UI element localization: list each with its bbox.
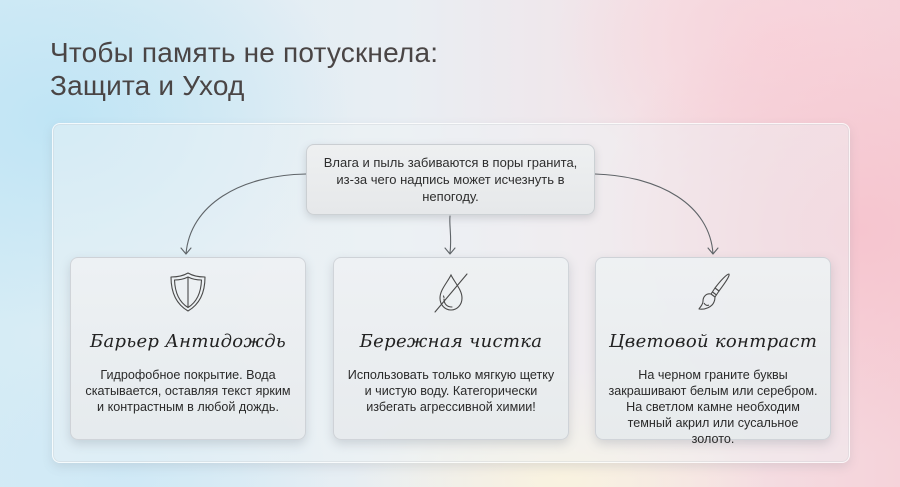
card-gentle-cleaning: Бережная чистка Использовать только мягк… — [333, 257, 569, 440]
card-heading: Барьер Антидождь — [89, 331, 287, 352]
shield-icon — [166, 270, 210, 314]
card-description: Использовать только мягкую щетку и чисту… — [347, 368, 555, 414]
root-cause-box: Влага и пыль забиваются в поры гранита, … — [306, 144, 595, 215]
card-heading: Цветовой контраст — [608, 331, 818, 352]
paintbrush-icon — [691, 270, 735, 314]
page-title-line-1: Чтобы память не потускнела: — [50, 37, 439, 68]
card-description: Гидрофобное покрытие. Вода скатывается, … — [85, 368, 291, 414]
card-color-contrast: Цветовой контраст На черном граните букв… — [595, 257, 831, 446]
no-water-drop-icon — [429, 270, 473, 314]
page-title-line-2: Защита и Уход — [50, 70, 245, 101]
card-description: На черном граните буквы закрашивают белы… — [608, 368, 818, 446]
card-rain-barrier: Барьер Антидождь Гидрофобное покрытие. В… — [70, 257, 306, 440]
root-cause-text: Влага и пыль забиваются в поры гранита, … — [323, 155, 578, 204]
page-title: Чтобы память не потускнела: Защита и Ухо… — [50, 36, 438, 102]
card-heading: Бережная чистка — [359, 331, 543, 352]
